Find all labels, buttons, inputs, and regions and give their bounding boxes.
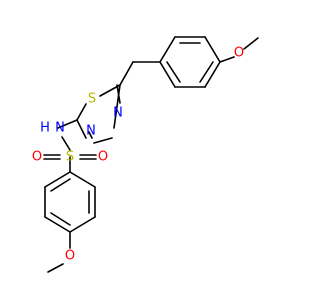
atom-oxygen-sulfonyl-left: O [32,150,42,165]
atom-hydrogen: H [40,121,50,136]
benzyl-linker [119,61,161,86]
atom-nitrogen-ring-2: N [86,124,96,139]
atom-oxygen-top: O [234,46,244,61]
atom-nitrogen-amide: N [55,121,65,136]
thiadiazole-ring [76,84,121,144]
bottom-benzene-ring [44,171,96,233]
sulfonyl-group [43,154,97,173]
atom-nitrogen-ring-1: N [113,106,123,121]
atom-oxygen-sulfonyl-right: O [98,150,108,165]
atom-sulfur-sulfonyl: S [66,150,74,165]
chemical-structure: O S N N H N S O O O [32,36,259,273]
top-benzene-ring [159,36,221,88]
amide-linker [57,119,78,151]
bottom-methoxy-group [47,231,71,273]
atom-oxygen-bottom: O [65,249,75,264]
atom-sulfur-ring: S [88,92,96,107]
top-methoxy-group [219,37,259,63]
